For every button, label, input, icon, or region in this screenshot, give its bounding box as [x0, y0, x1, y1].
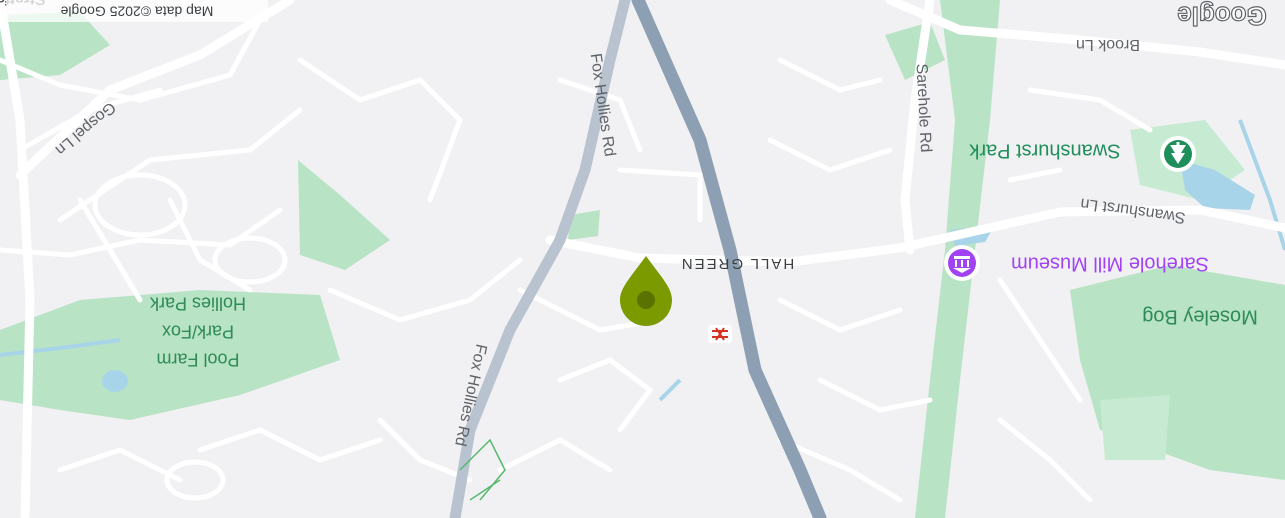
road-label-brook-ln: Brook Ln — [1076, 36, 1140, 53]
park-label-pool-farm-2: Park/Fox — [162, 321, 234, 341]
museum-icon — [944, 245, 980, 281]
rail-station-icon[interactable] — [708, 325, 732, 343]
area-labels: HALL GREEN Pool Farm Park/Fox Hollies Pa… — [149, 255, 1258, 369]
poi-label-swanshurst-park: Swanshurst Park — [968, 140, 1120, 162]
tree-icon — [1160, 136, 1196, 172]
area-label-hall-green: HALL GREEN — [680, 255, 794, 272]
poi-sarehole-mill[interactable]: Sarehole Mill Museum — [944, 245, 1209, 281]
park-label-moseley-bog: Moseley Bog — [1142, 306, 1258, 328]
google-logo: Google — [1177, 1, 1268, 32]
attribution-text: Map data ©2025 Google — [60, 3, 213, 19]
poi-swanshurst-park[interactable]: Swanshurst Park — [968, 136, 1196, 172]
park-label-pool-farm-3: Hollies Park — [149, 293, 246, 313]
map-attribution: Map data ©2025 Google — [6, 0, 268, 22]
road-label-sarehole-rd: Sarehole Rd — [912, 63, 934, 153]
park-label-pool-farm-1: Pool Farm — [156, 349, 239, 369]
road-label-swanshurst-ln: Swanshurst Ln — [1079, 194, 1186, 226]
map-pin-icon[interactable] — [620, 256, 672, 326]
footpaths — [459, 438, 506, 501]
major-roads — [449, 0, 827, 518]
google-logo-text: Google — [1177, 1, 1267, 31]
poi-label-sarehole-mill: Sarehole Mill Museum — [1011, 253, 1209, 275]
